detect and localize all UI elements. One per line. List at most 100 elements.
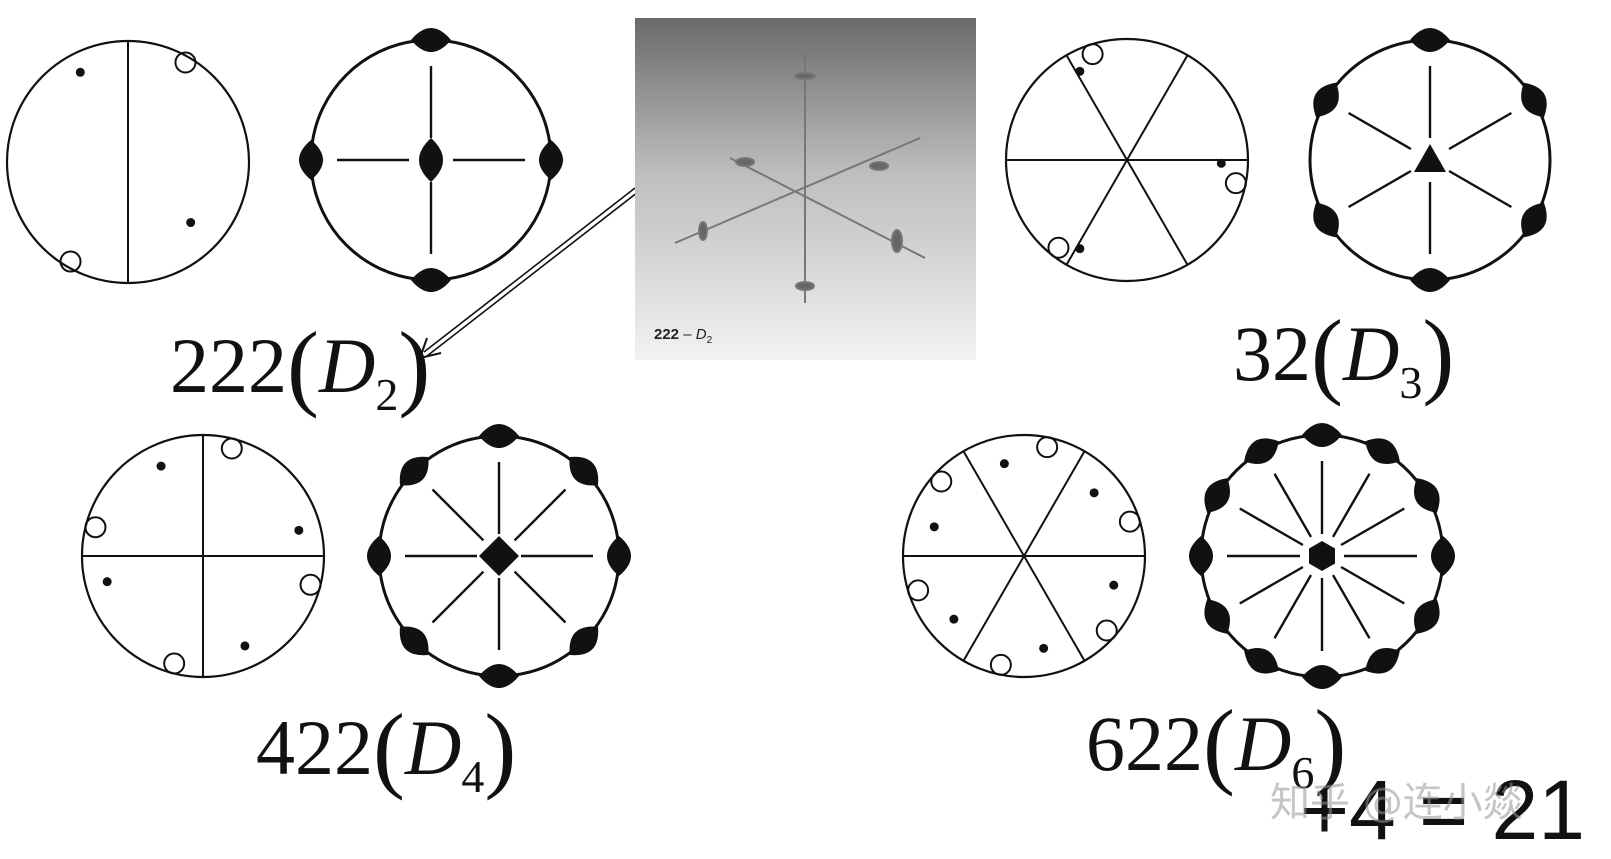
upper-pole-dot	[1109, 580, 1119, 590]
stereogram-422-general	[80, 433, 326, 679]
upper-pole-dot	[1216, 158, 1226, 168]
lower-pole-ring	[907, 579, 930, 602]
mirror-line	[1065, 54, 1189, 266]
primitive-arc	[310, 39, 417, 146]
stereogram-622-symmetry	[1189, 423, 1455, 689]
twofold-axis-line	[431, 570, 485, 624]
twofold-axis-marker	[1204, 599, 1231, 634]
stereogram-222-general	[5, 39, 251, 285]
twofold-axis-marker	[1410, 268, 1450, 292]
primitive-arc	[1200, 570, 1213, 604]
upper-pole-dot	[186, 218, 196, 228]
lower-pole-ring	[174, 51, 197, 74]
primitive-arc	[1224, 627, 1251, 654]
twofold-axis-line	[1347, 111, 1412, 151]
lower-pole-ring	[989, 653, 1012, 676]
twofold-axis-marker	[1413, 478, 1440, 513]
primitive-arc	[1332, 231, 1416, 281]
primitive-arc	[1308, 112, 1321, 208]
twofold-axis-marker	[1204, 478, 1231, 513]
lower-pole-ring	[220, 437, 243, 460]
upper-pole-dot	[1075, 244, 1085, 254]
primitive-arc	[424, 435, 485, 463]
twofold-axis-line	[1239, 565, 1304, 605]
twofold-axis-line	[513, 488, 567, 542]
stereogram-422-symmetry	[367, 424, 631, 688]
twofold-axis-marker	[1302, 423, 1342, 447]
twofold-axis-marker	[1313, 82, 1339, 118]
twofold-axis-marker	[1244, 438, 1279, 465]
lower-pole-ring	[930, 470, 953, 493]
primitive-arc	[445, 39, 552, 146]
twofold-axis-marker	[1365, 438, 1400, 465]
label-422-d4: 422(D4)	[256, 694, 517, 802]
primitive-arc	[1539, 112, 1552, 208]
primitive-arc	[1431, 570, 1444, 604]
arrow-shaft	[423, 187, 636, 353]
primitive-arc	[1224, 458, 1251, 485]
lower-pole-ring	[1118, 510, 1141, 533]
twofold-axis-marker	[569, 626, 599, 656]
upper-pole-dot	[1075, 66, 1085, 76]
primitive-arc	[1393, 627, 1420, 654]
watermark: 知乎 @连小燚	[1270, 780, 1523, 826]
twofold-axis-marker	[1521, 202, 1547, 238]
twofold-axis-marker	[479, 424, 519, 448]
stereogram-32-symmetry	[1308, 28, 1552, 292]
upper-pole-dot	[999, 459, 1009, 469]
upper-pole-dot	[294, 525, 304, 535]
lower-pole-ring	[1224, 172, 1247, 195]
twofold-axis-marker	[399, 456, 429, 486]
lower-pole-ring	[1036, 436, 1059, 459]
twofold-axis-marker	[1365, 647, 1400, 674]
twofold-axis-line	[1448, 169, 1513, 209]
arrow-shaft	[426, 191, 639, 357]
twofold-axis-line	[1340, 565, 1405, 605]
primitive-arc	[592, 481, 620, 542]
twofold-axis-line	[1347, 169, 1412, 209]
twofold-axis-marker	[569, 456, 599, 486]
lower-pole-ring	[59, 250, 82, 273]
lower-pole-ring	[1081, 43, 1104, 66]
label-222-d2: 222(D2)	[170, 312, 431, 420]
primitive-arc	[1200, 508, 1213, 542]
primitive-arc	[445, 174, 552, 281]
primitive-arc	[1274, 434, 1308, 447]
stereogram-32-general	[1004, 37, 1250, 283]
twofold-axis-marker	[399, 626, 429, 656]
upper-pole-dot	[75, 67, 85, 77]
upper-pole-dot	[949, 614, 959, 624]
twofold-axis-marker	[607, 536, 631, 576]
upper-pole-dot	[102, 577, 112, 587]
primitive-arc	[1332, 39, 1416, 89]
stereogram-222-symmetry	[299, 28, 563, 292]
twofold-axis-marker	[1410, 28, 1450, 52]
total-count-text: +4 = 21	[1300, 763, 1585, 857]
label-622-d6: 622(D6)	[1086, 690, 1347, 798]
primitive-arc	[1444, 231, 1528, 281]
upper-pole-dot	[1089, 488, 1099, 498]
twofold-axes-illustration	[674, 53, 926, 303]
twofold-axis-marker	[1431, 536, 1455, 576]
primitive-arc	[1393, 458, 1420, 485]
twofold-axis-line	[1448, 111, 1513, 151]
twofold-axis-line	[1331, 574, 1371, 639]
twofold-axis-marker	[411, 268, 451, 292]
twofold-axis-marker	[1413, 599, 1440, 634]
twofold-axis-marker	[1521, 82, 1547, 118]
pointer-arrow	[419, 187, 639, 359]
arrow-head	[419, 337, 442, 359]
upper-pole-dot	[240, 641, 250, 651]
twofold-axis-marker	[299, 140, 323, 180]
twofold-axis-marker	[479, 664, 519, 688]
twofold-axis-line	[431, 488, 485, 542]
lower-pole-ring	[1095, 619, 1118, 642]
twofold-axis-line	[1273, 473, 1313, 538]
twofold-axis-line	[1331, 473, 1371, 538]
label-32-d3: 32(D3)	[1233, 300, 1455, 408]
lower-pole-ring	[1047, 236, 1070, 259]
primitive-arc	[513, 435, 574, 463]
twofold-axis-line	[1239, 507, 1304, 547]
primitive-arc	[592, 570, 620, 631]
lower-pole-ring	[299, 573, 322, 596]
